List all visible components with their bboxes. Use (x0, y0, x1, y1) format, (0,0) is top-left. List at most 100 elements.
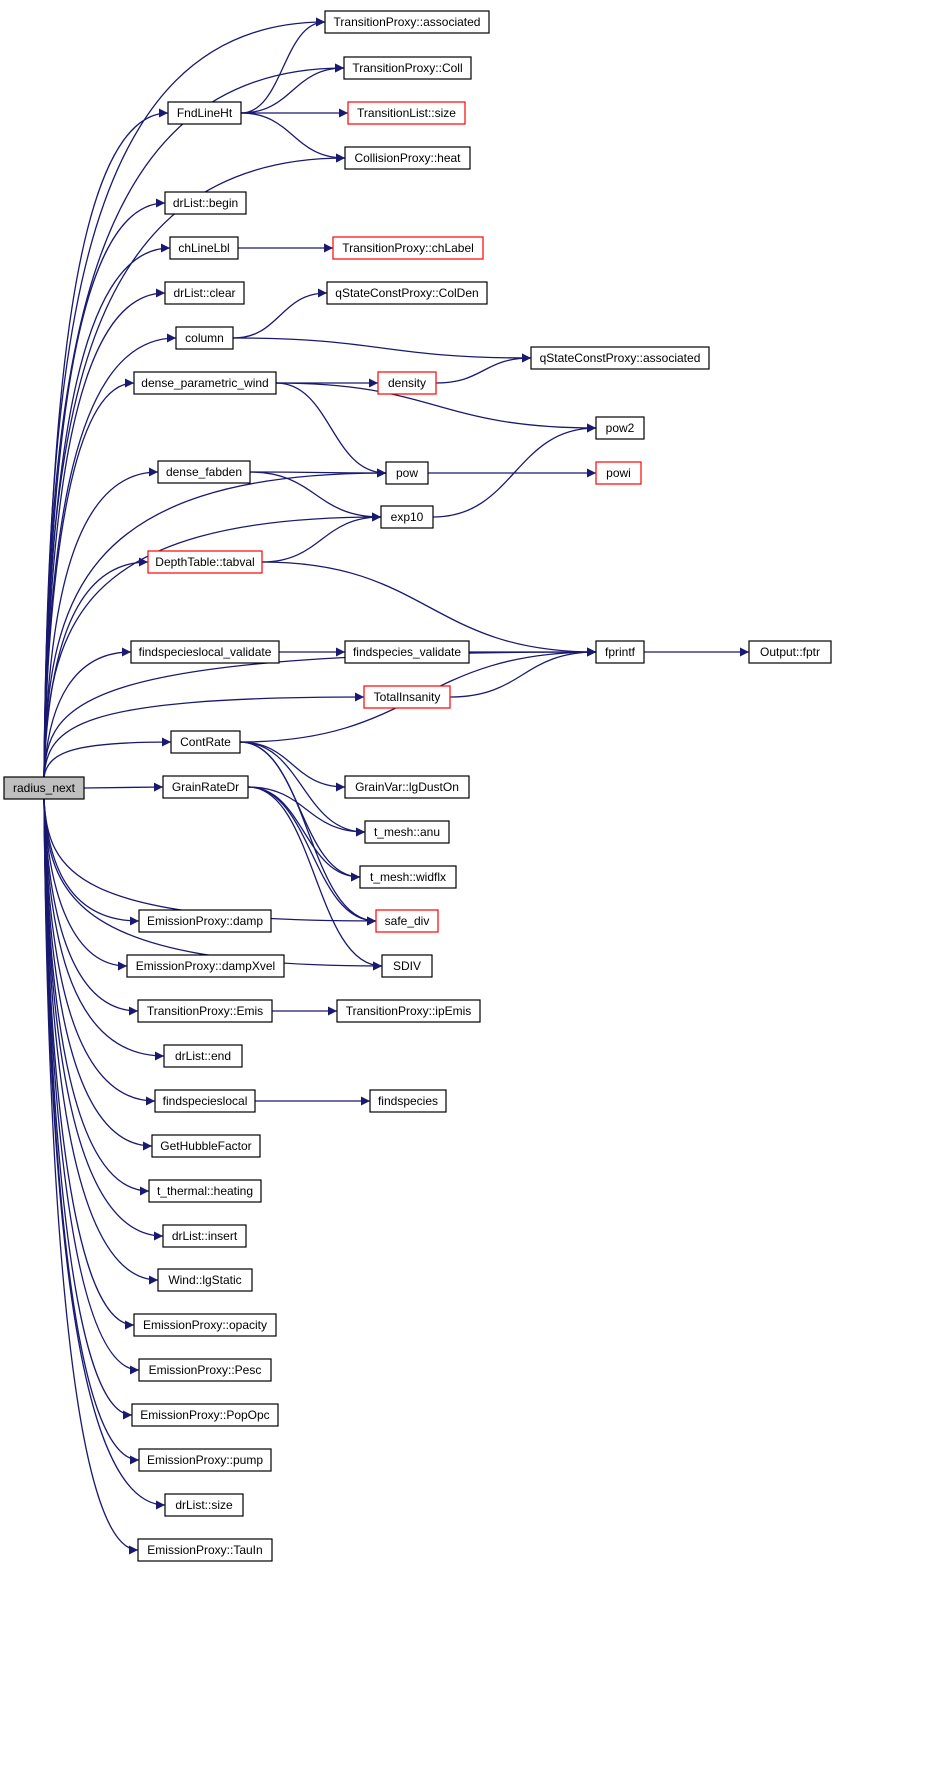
node-sdiv[interactable]: SDIV (381, 954, 433, 978)
node-tp-ipemis[interactable]: TransitionProxy::ipEmis (336, 999, 481, 1023)
node-pow[interactable]: pow (385, 461, 429, 485)
node-ep-opacity[interactable]: EmissionProxy::opacity (133, 1313, 277, 1337)
edge-fndlineht-to-cp_heat (240, 112, 346, 163)
node-box (148, 1179, 262, 1203)
node-label: ContRate (180, 735, 231, 749)
node-label: fprintf (605, 645, 636, 659)
node-dt-tabval[interactable]: DepthTable::tabval (147, 550, 263, 574)
node-dense-fabden[interactable]: dense_fabden (157, 460, 251, 484)
node-tl-size[interactable]: TransitionList::size (347, 101, 466, 125)
node-fprintf[interactable]: fprintf (595, 640, 645, 664)
node-column[interactable]: column (175, 326, 234, 350)
edge-radius_next-to-grainratedr (83, 782, 164, 792)
node-label: EmissionProxy::PopOpc (140, 1408, 269, 1422)
node-drlist-insert[interactable]: drList::insert (162, 1224, 247, 1248)
edge-radius_next-to-sdiv (43, 798, 383, 971)
node-ep-damp[interactable]: EmissionProxy::damp (138, 909, 272, 933)
node-output-fptr[interactable]: Output::fptr (748, 640, 832, 664)
node-label: radius_next (13, 781, 76, 795)
node-ep-tauin[interactable]: EmissionProxy::TauIn (137, 1538, 273, 1562)
edge-dense_fabden-to-exp10 (249, 471, 382, 522)
node-tt-heating[interactable]: t_thermal::heating (148, 1179, 262, 1203)
node-tp-coll[interactable]: TransitionProxy::Coll (343, 56, 472, 80)
node-totalinsanity[interactable]: TotalInsanity (363, 685, 451, 709)
node-box (344, 775, 470, 799)
node-safe-div[interactable]: safe_div (375, 909, 439, 933)
node-label: qStateConstProxy::ColDen (335, 286, 478, 300)
node-label: CollisionProxy::heat (354, 151, 461, 165)
node-pow2[interactable]: pow2 (595, 416, 645, 440)
node-findspecies[interactable]: findspecies (369, 1089, 447, 1113)
node-label: dense_fabden (166, 465, 242, 479)
node-density[interactable]: density (377, 371, 437, 395)
node-fndlineht[interactable]: FndLineHt (167, 101, 242, 125)
node-ep-pump[interactable]: EmissionProxy::pump (138, 1448, 272, 1472)
edge-radius_next-to-dense_parametric_wind (43, 378, 135, 778)
node-label: t_mesh::widflx (370, 870, 446, 884)
node-tm-anu[interactable]: t_mesh::anu (364, 820, 450, 844)
node-tp-chlabel[interactable]: TransitionProxy::chLabel (332, 236, 484, 260)
node-drlist-begin[interactable]: drList::begin (164, 191, 247, 215)
node-wind-lgstatic[interactable]: Wind::lgStatic (157, 1268, 253, 1292)
edge-radius_next-to-ep_opacity (43, 798, 135, 1330)
node-label: density (388, 376, 426, 390)
node-tp-associated[interactable]: TransitionProxy::associated (324, 10, 490, 34)
node-box (164, 191, 247, 215)
node-label: GrainVar::lgDustOn (355, 780, 459, 794)
node-qscp-associated[interactable]: qStateConstProxy::associated (530, 346, 710, 370)
node-label: TransitionProxy::Emis (147, 1004, 263, 1018)
edge-radius_next-to-totalinsanity (43, 692, 365, 778)
node-drlist-end[interactable]: drList::end (163, 1044, 243, 1068)
node-ep-pesc[interactable]: EmissionProxy::Pesc (138, 1358, 272, 1382)
node-fsl-validate[interactable]: findspecieslocal_validate (130, 640, 280, 664)
node-box (381, 954, 433, 978)
node-chlinelbl[interactable]: chLineLbl (169, 236, 239, 260)
node-gethubblefactor[interactable]: GetHubbleFactor (151, 1134, 261, 1158)
node-box (324, 10, 490, 34)
node-qscp-colden[interactable]: qStateConstProxy::ColDen (326, 281, 488, 305)
node-label: EmissionProxy::damp (147, 914, 263, 928)
node-cp-heat[interactable]: CollisionProxy::heat (344, 146, 471, 170)
node-label: findspecieslocal (163, 1094, 248, 1108)
edge-radius_next-to-contrate (43, 737, 172, 778)
node-grainratedr[interactable]: GrainRateDr (162, 775, 249, 799)
node-label: EmissionProxy::Pesc (149, 1363, 262, 1377)
node-contrate[interactable]: ContRate (170, 730, 241, 754)
node-box (164, 281, 245, 305)
edge-radius_next-to-fndlineht (43, 108, 169, 778)
node-box (363, 685, 451, 709)
node-drlist-size[interactable]: drList::size (164, 1493, 244, 1517)
edge-grainratedr-to-tm_widflx (247, 786, 361, 882)
node-box (326, 281, 488, 305)
node-ep-dampxvel[interactable]: EmissionProxy::dampXvel (126, 954, 285, 978)
node-box (595, 640, 645, 664)
node-label: EmissionProxy::TauIn (147, 1543, 262, 1557)
node-box (157, 1268, 253, 1292)
node-label: dense_parametric_wind (141, 376, 268, 390)
node-tm-widflx[interactable]: t_mesh::widflx (359, 865, 457, 889)
node-label: findspecieslocal_validate (139, 645, 272, 659)
node-dense-parametric-wind[interactable]: dense_parametric_wind (133, 371, 277, 395)
node-box (595, 416, 645, 440)
node-box (147, 550, 263, 574)
edge-contrate-to-tm_anu (239, 741, 366, 837)
node-exp10[interactable]: exp10 (380, 505, 434, 529)
node-fs-validate[interactable]: findspecies_validate (344, 640, 470, 664)
node-tp-emis[interactable]: TransitionProxy::Emis (137, 999, 273, 1023)
node-drlist-clear[interactable]: drList::clear (164, 281, 245, 305)
node-box (364, 820, 450, 844)
node-label: GetHubbleFactor (160, 1139, 251, 1153)
node-ep-popopc[interactable]: EmissionProxy::PopOpc (131, 1403, 279, 1427)
edge-radius_next-to-ep_dampxvel (43, 798, 128, 971)
edge-fndlineht-to-tp_associated (240, 17, 326, 114)
node-label: SDIV (393, 959, 421, 973)
node-powi[interactable]: powi (595, 461, 642, 485)
node-label: EmissionProxy::pump (147, 1453, 263, 1467)
node-box (130, 640, 280, 664)
node-box (530, 346, 710, 370)
node-findspecieslocal[interactable]: findspecieslocal (154, 1089, 256, 1113)
node-label: TransitionProxy::ipEmis (346, 1004, 472, 1018)
node-label: Wind::lgStatic (168, 1273, 241, 1287)
node-gv-lgduston[interactable]: GrainVar::lgDustOn (344, 775, 470, 799)
node-label: Output::fptr (760, 645, 820, 659)
